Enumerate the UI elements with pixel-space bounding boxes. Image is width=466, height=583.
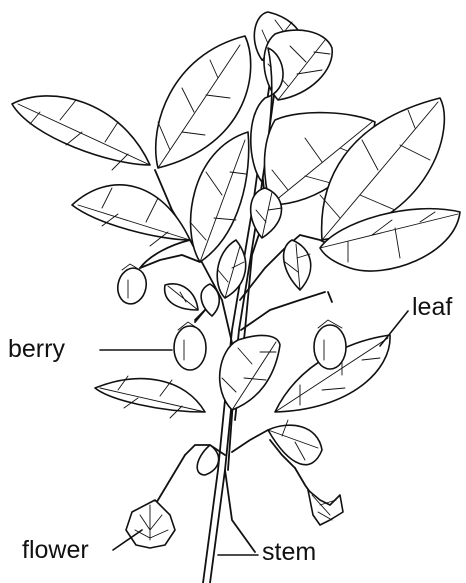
leaf-small-right-1 xyxy=(284,240,311,290)
label-flower: flower xyxy=(22,538,89,563)
flower-left xyxy=(126,500,175,548)
leaves xyxy=(12,12,460,475)
pointer-leaf xyxy=(380,311,408,346)
flowers xyxy=(126,455,343,548)
berry-upper-left xyxy=(115,265,150,306)
leaf-lower-right xyxy=(268,425,322,465)
berry-right xyxy=(314,325,346,369)
label-leaf: leaf xyxy=(412,295,452,320)
leaf-center-mid xyxy=(220,335,280,410)
leaf-lower-mid-left xyxy=(197,445,218,475)
label-berry: berry xyxy=(8,337,65,362)
leaf-far-left xyxy=(12,96,150,165)
label-stem: stem xyxy=(262,540,316,565)
leaf-lower-left xyxy=(95,379,205,412)
flower-right xyxy=(308,490,343,525)
leaf-small-left-1 xyxy=(217,240,245,298)
leaf-mid-left xyxy=(72,185,190,240)
berry-labeled xyxy=(174,326,206,370)
